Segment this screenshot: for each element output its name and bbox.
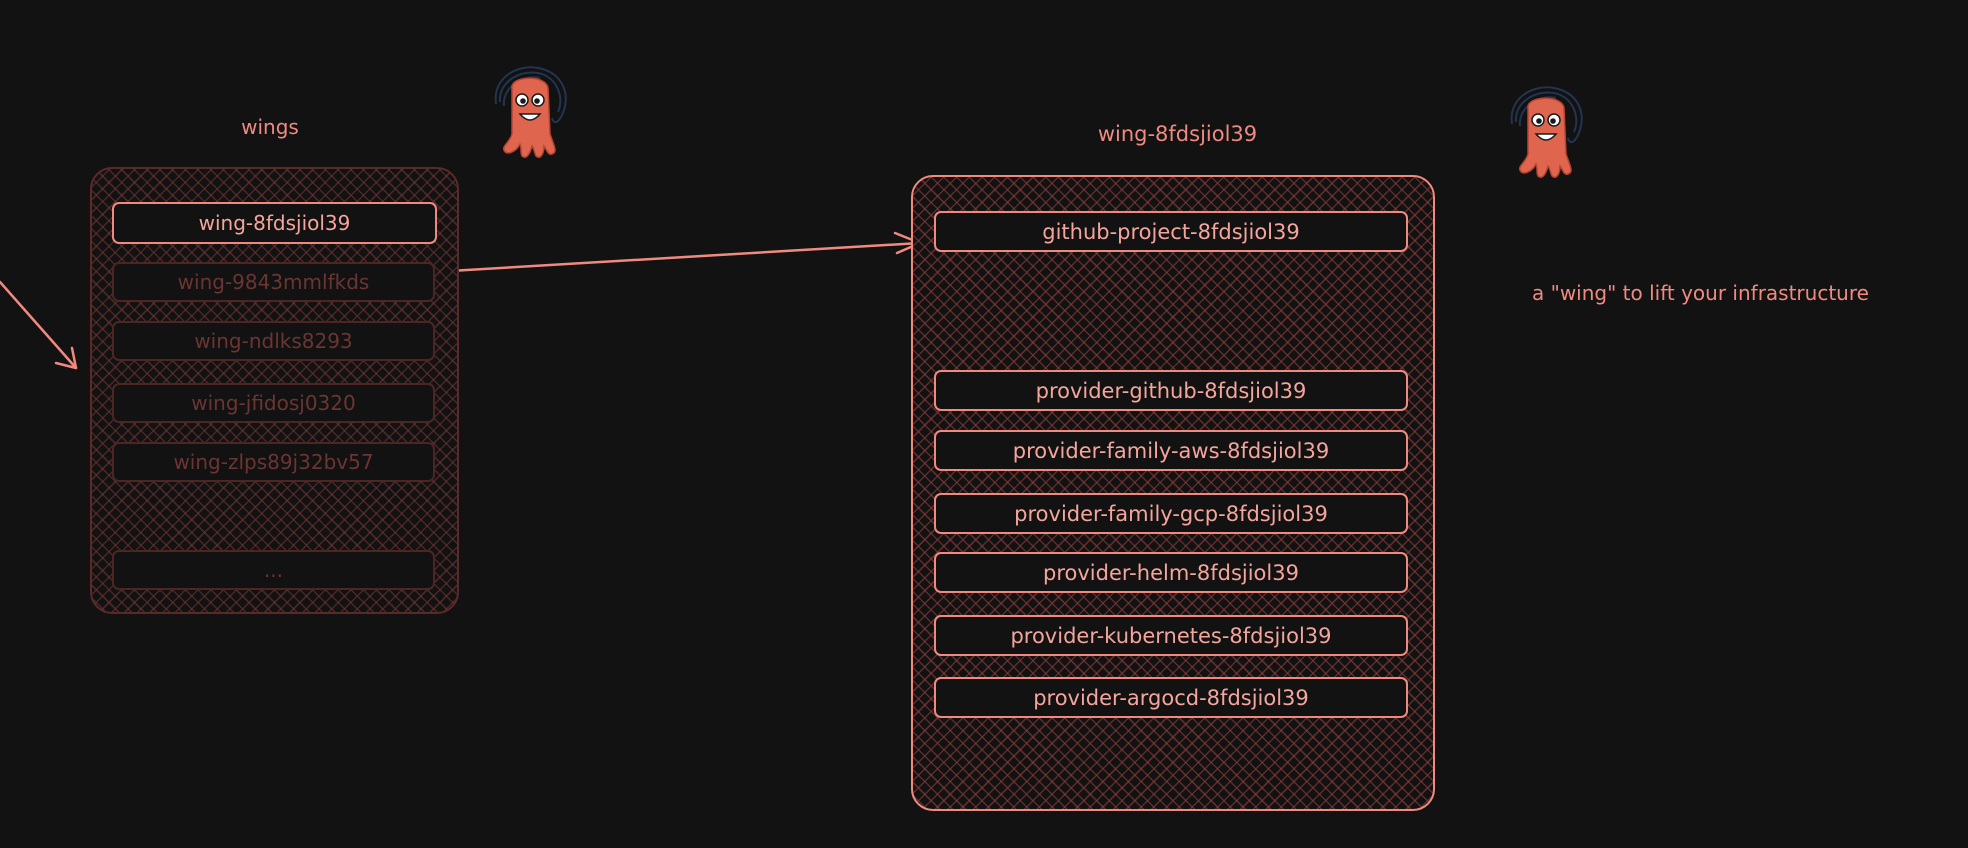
resource-item[interactable]: provider-kubernetes-8fdsjiol39 bbox=[934, 615, 1408, 656]
resource-item[interactable]: github-project-8fdsjiol39 bbox=[934, 211, 1408, 252]
tagline-text: a "wing" to lift your infrastructure bbox=[1532, 281, 1869, 305]
resource-item[interactable]: provider-argocd-8fdsjiol39 bbox=[934, 677, 1408, 718]
resource-item[interactable]: provider-family-gcp-8fdsjiol39 bbox=[934, 493, 1408, 534]
wing-list-item[interactable]: wing-ndlks8293 bbox=[112, 321, 435, 361]
resource-item[interactable]: provider-family-aws-8fdsjiol39 bbox=[934, 430, 1408, 471]
wing-list-item[interactable]: wing-9843mmlfkds bbox=[112, 262, 435, 302]
right-panel-title: wing-8fdsjiol39 bbox=[1097, 122, 1258, 146]
wing-to-detail-arrow bbox=[448, 241, 922, 273]
incoming-arrow bbox=[0, 280, 78, 370]
resource-item[interactable]: provider-github-8fdsjiol39 bbox=[934, 370, 1408, 411]
wing-list-item[interactable]: wing-jfidosj0320 bbox=[112, 383, 435, 423]
octopus-mascot-icon bbox=[494, 66, 567, 158]
incoming-arrow-head bbox=[54, 346, 78, 370]
octopus-mascot-icon bbox=[1510, 86, 1583, 178]
wing-list-item[interactable]: wing-8fdsjiol39 bbox=[112, 202, 437, 244]
left-panel-title: wings bbox=[241, 115, 299, 139]
wing-list-more-item[interactable]: ... bbox=[112, 550, 435, 590]
resource-item[interactable]: provider-helm-8fdsjiol39 bbox=[934, 552, 1408, 593]
wing-list-item[interactable]: wing-zlps89j32bv57 bbox=[112, 442, 435, 482]
